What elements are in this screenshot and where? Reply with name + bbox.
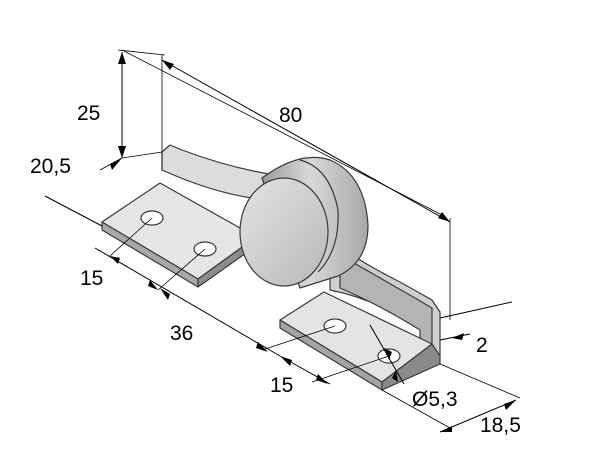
cylinder-face xyxy=(239,177,329,287)
dim-80: 80 xyxy=(279,104,302,127)
dim-15-right: 15 xyxy=(270,374,293,397)
dim-18-5: 18,5 xyxy=(480,414,521,437)
dim-36: 36 xyxy=(170,322,193,345)
left-flange-top xyxy=(101,182,257,280)
dim-20-5: 20,5 xyxy=(30,155,71,178)
hinge-part xyxy=(101,144,441,391)
dim-diameter: Ø5,3 xyxy=(412,388,458,411)
dimension-lines xyxy=(44,49,521,433)
dim-2: 2 xyxy=(476,334,488,357)
cylinder-ring xyxy=(299,159,339,273)
dim-25: 25 xyxy=(77,102,100,125)
dim-15-left: 15 xyxy=(80,267,103,290)
dimension-labels: 80 25 20,5 15 36 15 Ø5,3 2 18,5 xyxy=(30,102,521,437)
